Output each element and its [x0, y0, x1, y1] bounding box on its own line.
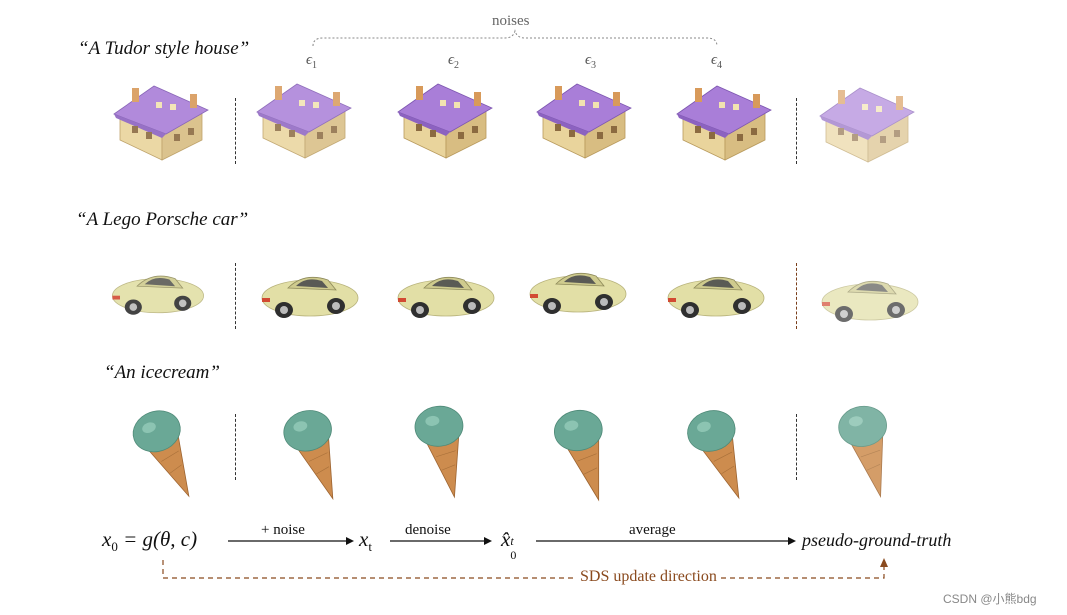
car-pseudo-gt: [821, 280, 919, 323]
icecream-noise-1: [279, 405, 349, 507]
house-render-mesh: [113, 85, 209, 161]
epsilon-1-label: ϵ1: [306, 52, 318, 71]
icecream-render-mesh: [126, 403, 205, 508]
arrow-add-noise: [228, 537, 354, 545]
epsilon-3-label: ϵ3: [585, 52, 597, 71]
house-noise-2: [397, 83, 493, 159]
arrow-average: [536, 537, 796, 545]
icecream-noise-4: [682, 404, 755, 508]
x0-expression: x0 = g(θ, c): [102, 527, 198, 555]
car-noise-2: [397, 276, 495, 319]
epsilon-4-label: ϵ4: [711, 52, 723, 71]
house-noise-4: [676, 85, 772, 161]
car-render-mesh: [111, 275, 205, 316]
house-noise-1: [256, 83, 352, 159]
house-noise-3: [536, 83, 632, 159]
sds-update-direction-label: SDS update direction: [576, 568, 721, 586]
epsilon-2-label: ϵ2: [448, 52, 460, 71]
prompt-tudor-house: “A Tudor style house”: [78, 38, 250, 59]
denoise-label: denoise: [405, 522, 451, 538]
separator-row1-left: [235, 98, 236, 164]
separator-row1-right: [796, 98, 797, 164]
car-noise-1: [261, 276, 359, 319]
pseudo-ground-truth-label: pseudo-ground-truth: [802, 530, 952, 550]
icecream-noise-3: [550, 406, 615, 507]
car-noise-4: [667, 276, 765, 319]
prompt-icecream: “An icecream”: [104, 362, 220, 383]
average-label: average: [629, 522, 676, 538]
icecream-pseudo-gt: [835, 402, 897, 502]
car-noise-3: [529, 272, 627, 315]
separator-row3-left: [235, 414, 236, 480]
separator-row3-right: [796, 414, 797, 480]
noises-label: noises: [492, 13, 530, 29]
xt-symbol: xt: [359, 527, 372, 555]
separator-row2-right: [796, 263, 797, 329]
csdn-watermark: CSDN @小熊bdg: [943, 592, 1037, 606]
house-pseudo-gt: [819, 87, 915, 163]
separator-row2-left: [235, 263, 236, 329]
sds-feedback-arrow: [162, 558, 888, 579]
add-noise-label: + noise: [261, 522, 305, 538]
icecream-noise-2: [412, 403, 471, 501]
prompt-lego-porsche: “A Lego Porsche car”: [76, 209, 249, 230]
arrow-denoise: [390, 537, 492, 545]
